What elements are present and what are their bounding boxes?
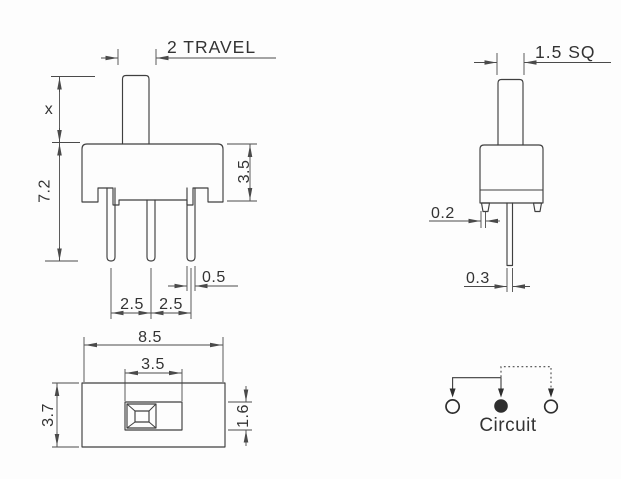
dim-label-slot-width: 1.6 [235, 404, 252, 428]
dim-label-pin-width: 0.5 [202, 269, 226, 286]
circuit-dashed-link [500, 366, 552, 389]
terminal-left-circle [445, 399, 461, 414]
circuit-arrow-left [449, 388, 456, 398]
side-stem [497, 78, 524, 146]
circuit-arrow-center [498, 388, 504, 398]
circuit-schematic: Circuit [445, 366, 559, 436]
side-view-dimensions: 1.5 SQ 0.2 0.3 [429, 42, 611, 292]
dim-label-stem-square: 1.5 SQ [535, 42, 595, 62]
dim-label-body-height: 3.5 [236, 160, 253, 184]
side-bracket-foot-right [532, 202, 543, 213]
dim-label-travel: 2 TRAVEL [167, 37, 256, 57]
dim-label-body-length: 8.5 [138, 329, 162, 346]
dim-label-stem-height: x [45, 101, 54, 118]
front-stem [121, 74, 150, 145]
front-body [81, 143, 224, 206]
circuit-solid-link [452, 377, 502, 389]
bottom-body-outline [81, 382, 226, 448]
front-pin-center [146, 199, 156, 262]
side-view [479, 78, 544, 267]
bottom-view [81, 382, 226, 448]
bottom-knob-inner [134, 410, 150, 423]
side-bracket-foot-left [480, 202, 491, 213]
dim-label-body-width: 3.7 [40, 403, 57, 427]
dim-label-pin-thickness: 0.3 [466, 270, 490, 287]
bottom-slot [124, 401, 183, 431]
terminal-center-circle [494, 399, 508, 413]
circuit-arrow-right [548, 388, 554, 398]
dim-label-bracket-thickness: 0.2 [431, 205, 455, 222]
side-pin [506, 202, 514, 267]
front-pin-left [106, 187, 116, 262]
bottom-knob-outer [126, 403, 157, 429]
front-pin-right [186, 187, 196, 262]
dim-label-pin-pitch-a: 2.5 [120, 296, 144, 313]
dim-label-pin-pitch-b: 2.5 [159, 296, 183, 313]
bottom-view-dimensions: 8.5 3.5 3.7 1.6 [40, 329, 252, 448]
front-view-dimensions: 2 TRAVEL x 7.2 3.5 0.5 2.5 [37, 37, 276, 319]
dim-label-total-height: 7.2 [37, 179, 54, 203]
front-view [81, 74, 224, 262]
terminal-right-circle [543, 399, 559, 414]
side-body [479, 144, 544, 204]
circuit-label: Circuit [479, 415, 537, 436]
dim-label-slot-length: 3.5 [141, 356, 165, 373]
